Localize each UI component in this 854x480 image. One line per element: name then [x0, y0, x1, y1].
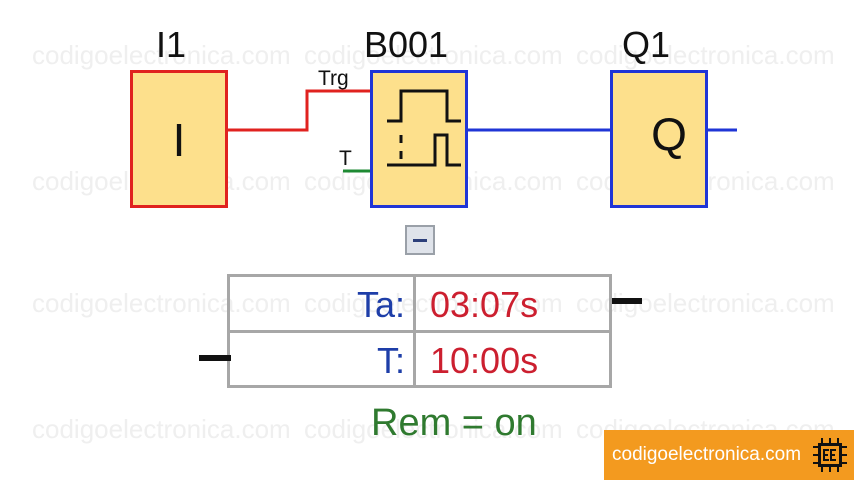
watermark-text: codigoelectronica.com — [576, 40, 835, 70]
param-marker-left — [199, 355, 231, 361]
input-block[interactable]: I — [130, 70, 228, 208]
watermark-text: codigoelectronica.com — [304, 40, 563, 70]
param-label: T: — [376, 340, 405, 381]
function-block[interactable] — [370, 70, 468, 208]
param-value[interactable]: 10:00s — [430, 340, 539, 381]
brand-badge: codigoelectronica.com — [604, 430, 854, 480]
param-table-row-divider — [227, 330, 612, 333]
trigger-pin-label: Trg — [318, 67, 349, 90]
rem-status: Rem = on — [371, 402, 537, 444]
minus-icon — [413, 239, 427, 242]
brand-text: codigoelectronica.com — [612, 444, 802, 465]
wire-input-to-trigger — [228, 89, 370, 132]
param-label: Ta: — [356, 284, 405, 325]
input-block-name: I1 — [156, 24, 187, 65]
param-table-col-divider — [413, 274, 416, 388]
output-block[interactable]: Q — [610, 70, 708, 208]
input-block-symbol: I — [172, 114, 186, 166]
collapse-button[interactable] — [405, 225, 435, 255]
watermark-text: codigoelectronica.com — [304, 288, 563, 318]
chip-ce-icon — [813, 438, 847, 472]
watermark-text: codigoelectronica.com — [304, 414, 563, 444]
output-block-name: Q1 — [622, 24, 671, 65]
time-pin-label: T — [339, 147, 352, 170]
timer-waveform-icon — [387, 89, 461, 167]
param-value[interactable]: 03:07s — [430, 284, 539, 325]
watermark-text: codigoelectronica.com — [32, 288, 291, 318]
watermark-text: codigoelectronica.com — [32, 40, 291, 70]
function-block-name: B001 — [364, 24, 449, 65]
output-block-symbol: Q — [651, 108, 687, 160]
watermark-text: codigoelectronica.com — [32, 414, 291, 444]
param-marker-right — [612, 298, 642, 304]
